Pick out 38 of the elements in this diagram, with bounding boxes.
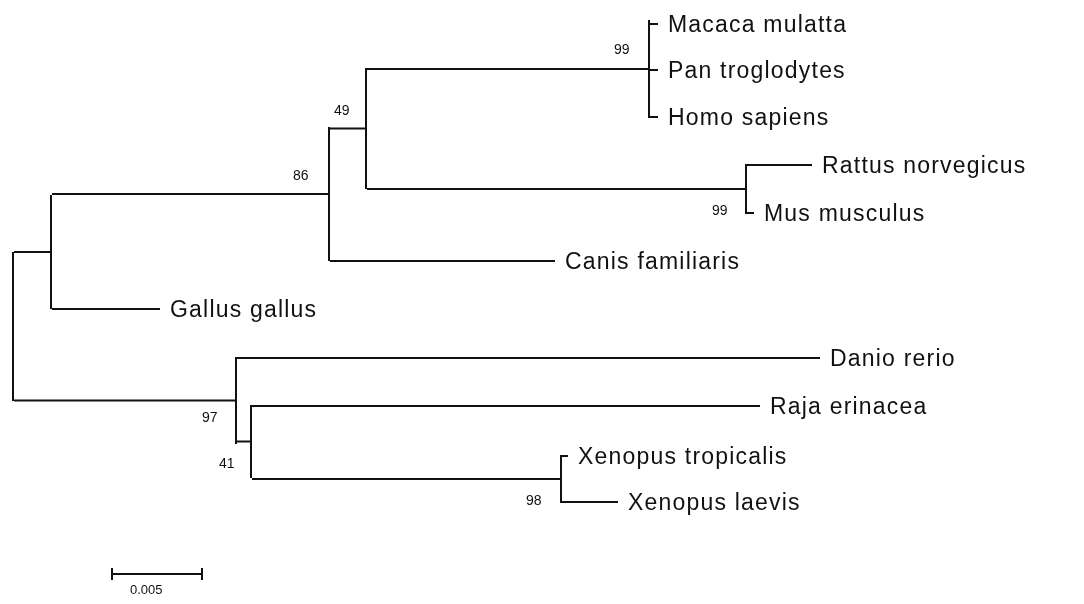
scale-label: 0.005 <box>130 582 163 598</box>
taxon-label: Mus musculus <box>754 199 926 227</box>
bootstrap-value: 41 <box>219 455 235 471</box>
taxon-label: Macaca mulatta <box>658 10 848 38</box>
bootstrap-value: 97 <box>202 409 218 425</box>
bootstrap-value: 49 <box>334 102 350 118</box>
tree-branch <box>649 116 659 118</box>
tree-branch <box>746 164 813 166</box>
tree-branch <box>329 127 366 130</box>
tree-branch <box>366 68 649 70</box>
bootstrap-value: 86 <box>293 167 309 183</box>
tree-branch <box>561 501 619 503</box>
taxon-label: Rattus norvegicus <box>812 151 1027 179</box>
tree-branch <box>51 193 329 195</box>
taxon-label: Xenopus laevis <box>618 488 801 516</box>
bootstrap-value: 98 <box>526 492 542 508</box>
taxon-label: Pan troglodytes <box>658 56 846 84</box>
taxon-label: Canis familiaris <box>555 247 741 275</box>
taxon-label: Xenopus tropicalis <box>568 442 788 470</box>
tree-branch <box>649 69 659 71</box>
taxon-label: Homo sapiens <box>658 103 830 131</box>
tree-branch <box>236 440 251 443</box>
tree-branch <box>366 188 746 190</box>
taxon-label: Danio rerio <box>820 344 956 372</box>
bootstrap-value: 99 <box>712 202 728 218</box>
tree-branch <box>51 308 161 310</box>
tree-branch <box>13 399 236 402</box>
taxon-label: Gallus gallus <box>160 295 318 323</box>
tree-branch <box>236 357 821 359</box>
tree-branch <box>251 405 761 407</box>
tree-branch <box>649 23 659 25</box>
tree-branch <box>329 260 556 262</box>
tree-branch <box>561 455 569 457</box>
tree-branch <box>746 212 755 214</box>
taxon-label: Raja erinacea <box>760 392 928 420</box>
tree-branch <box>13 251 51 253</box>
tree-branch <box>251 478 561 480</box>
bootstrap-value: 99 <box>614 41 630 57</box>
